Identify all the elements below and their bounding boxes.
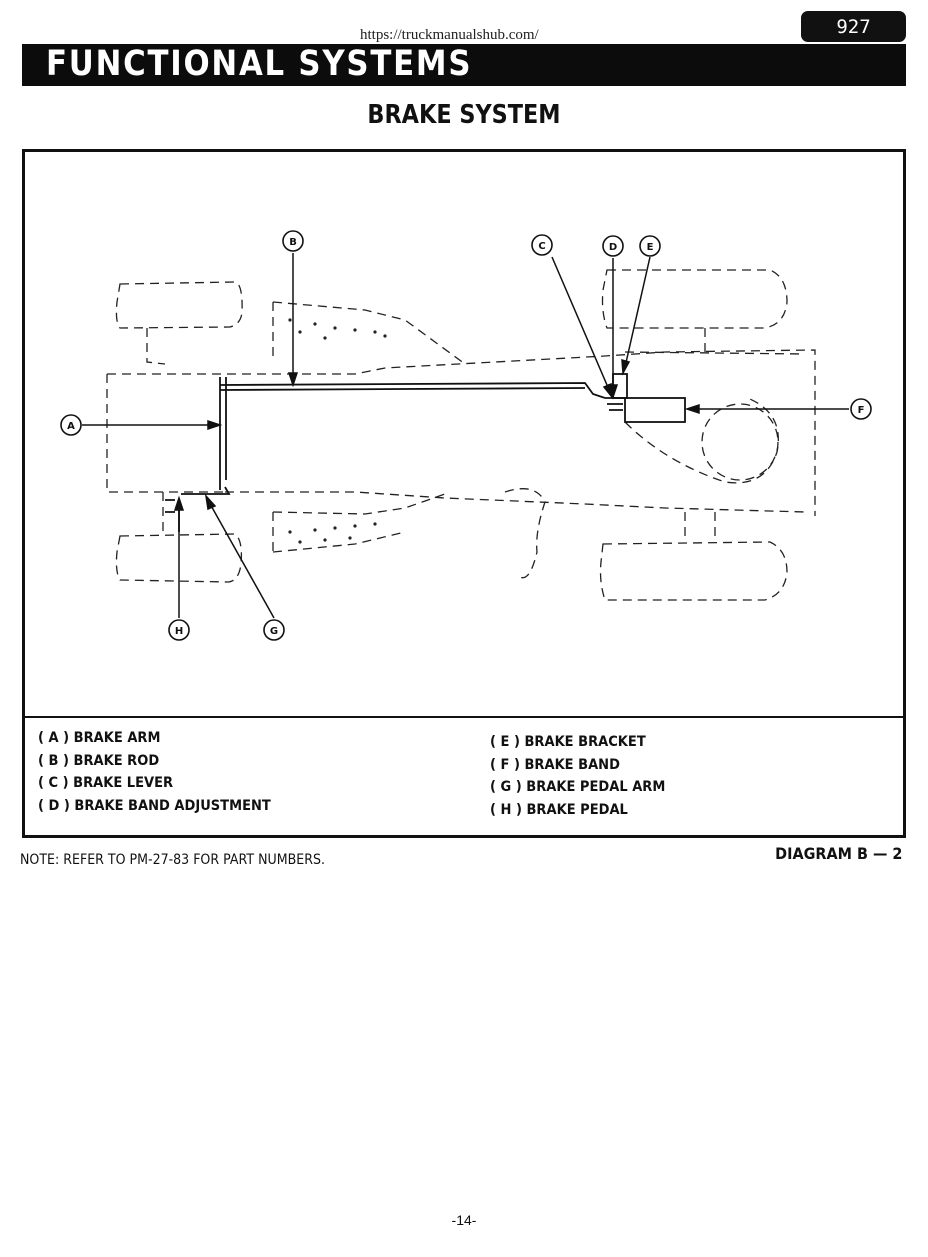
legend-item-brake-pedal: ( H ) BRAKE PEDAL [490, 801, 628, 818]
deck-bottom [272, 531, 406, 553]
brake-band-housing [624, 397, 686, 423]
deck-upper [272, 301, 466, 365]
callout-b [282, 230, 304, 252]
page-number: -14- [451, 1212, 477, 1228]
chassis-bottom-rail [225, 491, 806, 513]
brake-rod-lower [219, 387, 586, 391]
callout-a [60, 414, 82, 436]
wheel-spindle-left [146, 328, 166, 365]
section-title: BRAKE SYSTEM [367, 100, 561, 130]
callout-h-label: H [175, 626, 183, 637]
callout-d [602, 235, 624, 257]
callout-c [531, 234, 553, 256]
legend-item-brake-pedal-arm: ( G ) BRAKE PEDAL ARM [490, 779, 666, 795]
legend-item-brake-lever: ( C ) BRAKE LEVER [38, 775, 174, 791]
legend-right-column: ( E ) BRAKE BRACKET ( F ) BRAKE BAND ( G… [490, 731, 665, 821]
section-banner: FUNCTIONAL SYSTEMS [22, 44, 906, 86]
callout-g [263, 619, 285, 641]
callout-b-label: B [289, 237, 297, 248]
frame-divider [25, 716, 903, 718]
callout-h [168, 619, 190, 641]
banner-title: FUNCTIONAL SYSTEMS [46, 44, 473, 84]
legend-item-brake-band: ( F ) BRAKE BAND [490, 756, 620, 773]
diagram-label: DIAGRAM B — 2 [774, 844, 902, 863]
axle-hub [701, 403, 779, 481]
callout-e-label: E [647, 242, 654, 253]
front-left-wheel-outline [115, 533, 243, 583]
brake-pedal-arm [181, 486, 231, 495]
header-url: https://truckmanualshub.com/ [360, 27, 539, 43]
brake-band-adjuster [605, 397, 625, 411]
front-right-wheel-outline [599, 541, 788, 601]
pedal-mount [165, 499, 175, 513]
model-number-tab: 927 [801, 11, 906, 42]
callout-f [850, 398, 872, 420]
callout-a-label: A [67, 421, 75, 432]
legend-item-brake-bracket: ( E ) BRAKE BRACKET [490, 734, 646, 750]
chassis-top-rail [107, 349, 816, 516]
rear-left-wheel-outline [115, 281, 243, 329]
rear-axle [624, 351, 806, 355]
diagram-frame: A B C D E F G H ( A ) BRAKE ARM ( B ) BR… [22, 149, 906, 838]
brake-rod [219, 382, 606, 399]
brake-system-diagram: A B C D E F G H [60, 230, 872, 641]
rear-right-wheel-outline [601, 269, 788, 329]
callout-f-label: F [858, 405, 865, 416]
legend-item-brake-arm: ( A ) BRAKE ARM [38, 730, 161, 746]
legend-item-brake-rod: ( B ) BRAKE ROD [38, 752, 160, 769]
deck-lower [272, 493, 446, 515]
legend-item-brake-band-adjustment: ( D ) BRAKE BAND ADJUSTMENT [38, 797, 271, 814]
callout-d-label: D [609, 242, 617, 253]
callout-g-label: G [270, 626, 278, 637]
transmission-housing [624, 396, 779, 484]
legend-left-column: ( A ) BRAKE ARM ( B ) BRAKE ROD ( C ) BR… [38, 727, 271, 817]
callout-c-label: C [538, 241, 545, 252]
callout-e [639, 235, 661, 257]
part-numbers-note: NOTE: REFER TO PM-27-83 FOR PART NUMBERS… [20, 852, 325, 868]
chassis-left-end [106, 374, 225, 493]
